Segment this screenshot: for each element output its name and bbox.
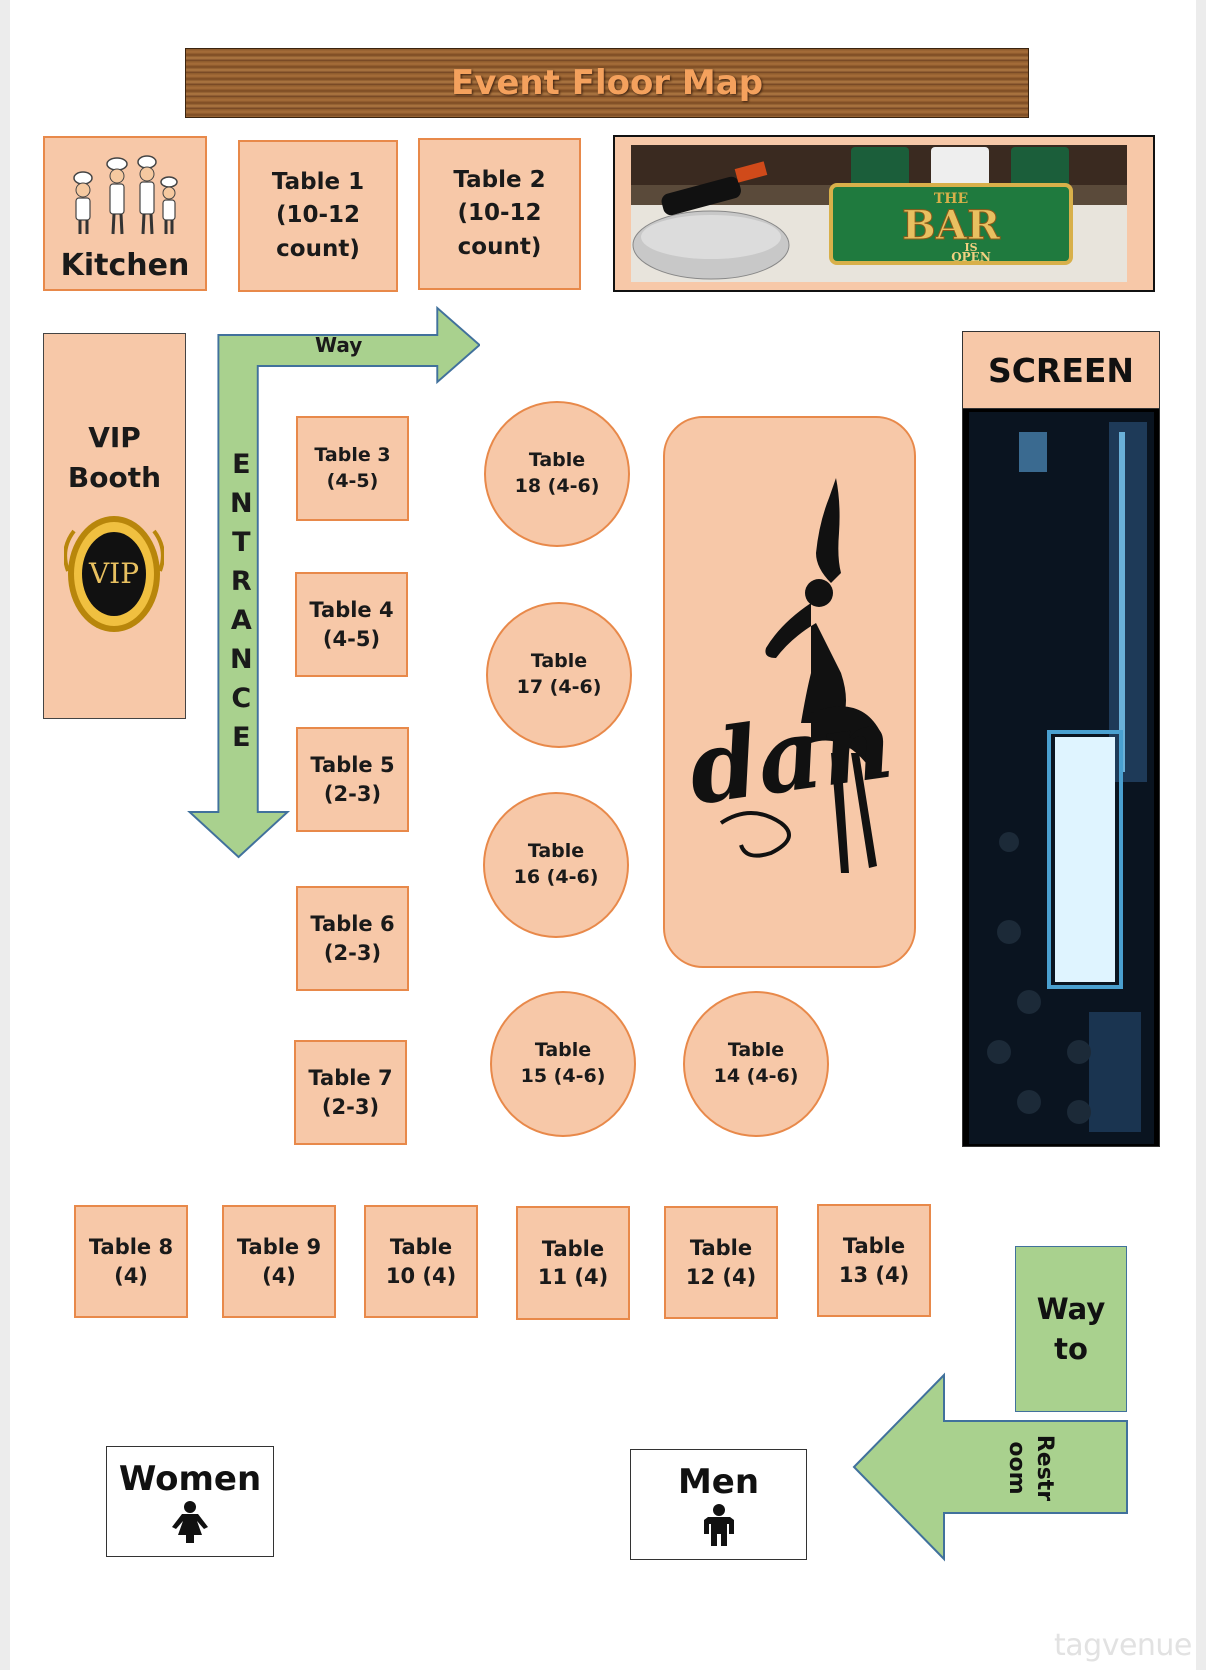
table-3[interactable]: Table 3(4-5) [296, 416, 409, 521]
bar-sign-bar: BAR [902, 202, 1001, 249]
entrance-arrow [187, 305, 480, 859]
watermark: tagvenue [1054, 1628, 1192, 1663]
dance-script: dance [691, 669, 891, 828]
svg-text:VIP: VIP [88, 557, 139, 590]
chefs-icon [73, 155, 178, 235]
men-label: Men [677, 1462, 760, 1502]
dancer-icon: dance [691, 478, 891, 873]
table-5[interactable]: Table 5(2-3) [296, 727, 409, 832]
screen-label: SCREEN [963, 332, 1159, 409]
man-icon [703, 1504, 734, 1546]
kitchen-label: Kitchen [60, 248, 190, 283]
kitchen-area: Kitchen [43, 136, 207, 291]
bar-area: THE BAR IS OPEN [613, 135, 1155, 292]
page-title: Event Floor Map [450, 63, 764, 103]
women-restroom[interactable]: Women [106, 1446, 274, 1557]
men-restroom[interactable]: Men [630, 1449, 807, 1560]
bar-sign-open: OPEN [951, 250, 991, 264]
bar-sign-is: IS [964, 241, 977, 254]
table-7[interactable]: Table 7(2-3) [294, 1040, 407, 1145]
woman-icon [172, 1501, 208, 1543]
table-6[interactable]: Table 6(2-3) [296, 886, 409, 991]
vip-badge-icon: VIP [64, 516, 164, 632]
restroom-arrow [852, 1372, 1128, 1562]
bar-sign-the: THE [934, 191, 968, 207]
title-banner: Event Floor Map [185, 48, 1029, 118]
screen-area: SCREEN [962, 331, 1160, 1147]
floor-map-page: Event Floor Map [10, 0, 1196, 1670]
table-8[interactable]: Table 8(4) [74, 1205, 188, 1318]
bar-image: THE BAR IS OPEN [631, 145, 1127, 282]
dance-floor: dance [663, 416, 916, 968]
table-9[interactable]: Table 9(4) [222, 1205, 336, 1318]
table-4[interactable]: Table 4(4-5) [295, 572, 408, 677]
women-label: Women [118, 1459, 262, 1499]
screen-image [969, 412, 1154, 1144]
way-top-label: Way [315, 333, 363, 357]
